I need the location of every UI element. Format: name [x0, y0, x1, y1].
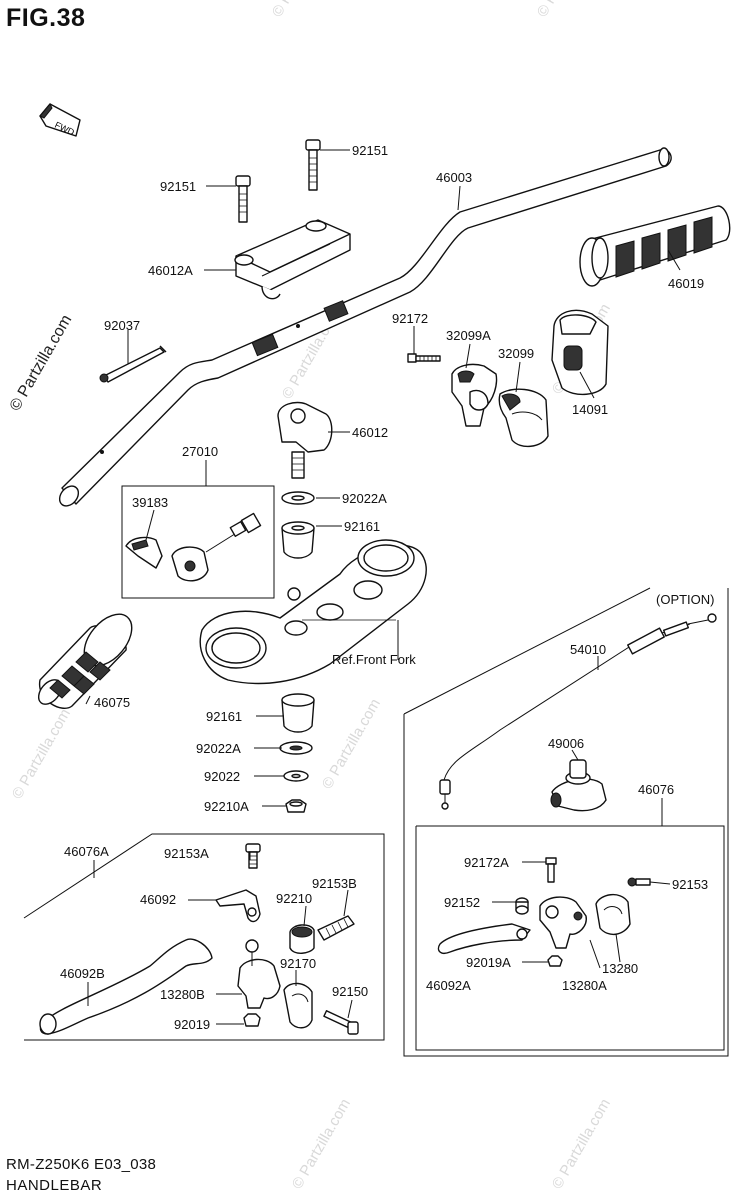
label-46012: 46012: [352, 425, 388, 440]
lever-46092A: [437, 923, 531, 954]
screw-92172: [407, 353, 441, 363]
holder-13280A: [539, 896, 587, 949]
lever-46092: [215, 889, 261, 923]
label-92170: 92170: [280, 956, 316, 971]
bushing-92161-top: [281, 521, 315, 559]
figure-code: RM-Z250K6 E03_038: [6, 1156, 157, 1173]
upper-clamp-46012A: [234, 219, 351, 300]
throttle-housing-14091: [551, 309, 609, 395]
leader-lines: [85, 149, 681, 1025]
bolt-92151-left: [235, 175, 251, 223]
watermark-8: © Partzilla.com: [289, 1096, 354, 1192]
nut-92019: [243, 1013, 261, 1027]
clamp-32099A: [451, 363, 498, 427]
label-27010: 27010: [182, 444, 218, 459]
label-32099A: 32099A: [446, 328, 491, 343]
label-92161-top: 92161: [344, 519, 380, 534]
holder-13280B: [237, 939, 281, 1009]
watermark-1: © Partzilla.com: [269, 0, 334, 20]
label-92172: 92172: [392, 311, 428, 326]
label-92152: 92152: [444, 895, 480, 910]
label-92161-bottom: 92161: [206, 709, 242, 724]
label-92022: 92022: [204, 769, 240, 784]
grip-46019: [579, 205, 731, 287]
forward-arrow-icon: FWD: [39, 103, 81, 138]
screw-92172A: [545, 857, 557, 883]
label-46003: 46003: [436, 170, 472, 185]
label-46012A: 46012A: [148, 263, 193, 278]
grip-46075: [37, 613, 133, 709]
label-13280B: 13280B: [160, 987, 205, 1002]
handlebar-holder-46012: [277, 401, 333, 479]
figure-name: HANDLEBAR: [6, 1177, 103, 1194]
label-92210A: 92210A: [204, 799, 249, 814]
switch-group-frame: [121, 485, 275, 599]
bolt-92153A: [245, 843, 261, 869]
hot-start-49006: [550, 759, 607, 812]
housing-32099: [498, 388, 549, 447]
nut-92019A: [547, 955, 563, 967]
label-46076A: 46076A: [64, 844, 109, 859]
label-46019: 46019: [668, 276, 704, 291]
label-46092B: 46092B: [60, 966, 105, 981]
label-13280: 13280: [602, 961, 638, 976]
label-92172A: 92172A: [464, 855, 509, 870]
cable-54010: [439, 613, 717, 810]
label-46075: 46075: [94, 695, 130, 710]
screw-92153: [627, 877, 651, 887]
switch-27010: [171, 512, 262, 582]
handlebar-46003: [58, 147, 672, 507]
label-ref-front-fork: Ref.Front Fork: [332, 652, 416, 667]
washer-92022A-top: [281, 491, 315, 505]
lever-group-frame: [23, 833, 385, 1041]
label-14091: 14091: [572, 402, 608, 417]
label-39183: 39183: [132, 495, 168, 510]
option-frame-diagonal: [403, 587, 651, 715]
label-92037: 92037: [104, 318, 140, 333]
label-46076: 46076: [638, 782, 674, 797]
figure-title: FIG.38: [6, 4, 86, 32]
label-92022A-bottom: 92022A: [196, 741, 241, 756]
label-92151-top: 92151: [352, 143, 388, 158]
clamp-92170: [283, 982, 313, 1029]
adjuster-92153B: [317, 915, 355, 941]
washer-92022A-bottom: [279, 741, 313, 755]
bushing-92161-bottom: [281, 693, 315, 733]
watermark-2: © Partzilla.com: [534, 0, 599, 20]
label-32099: 32099: [498, 346, 534, 361]
label-92019A: 92019A: [466, 955, 511, 970]
nut-92210A: [285, 799, 307, 813]
label-46092A: 46092A: [426, 978, 471, 993]
label-13280A: 13280A: [562, 978, 607, 993]
label-49006: 49006: [548, 736, 584, 751]
clamp-13280: [595, 894, 631, 935]
bolt-92150: [323, 1010, 359, 1035]
label-92210: 92210: [276, 891, 312, 906]
nut-92210: [289, 924, 315, 954]
watermark-main: © Partzilla.com: [7, 312, 76, 414]
watermark-6: © Partzilla.com: [319, 696, 384, 792]
washer-92022: [283, 770, 309, 782]
label-92153: 92153: [672, 877, 708, 892]
label-92150: 92150: [332, 984, 368, 999]
pin-92037: [99, 345, 167, 383]
watermark-5: © Partzilla.com: [9, 706, 74, 802]
label-92019: 92019: [174, 1017, 210, 1032]
label-92151-left: 92151: [160, 179, 196, 194]
label-54010: 54010: [570, 642, 606, 657]
lever-46092B: [39, 938, 213, 1035]
label-92153A: 92153A: [164, 846, 209, 861]
label-92153B: 92153B: [312, 876, 357, 891]
watermark-7: © Partzilla.com: [549, 1096, 614, 1192]
bracket-39183: [125, 536, 163, 569]
bolt-92151-top: [305, 139, 321, 191]
label-option: (OPTION): [656, 592, 715, 607]
label-46092: 46092: [140, 892, 176, 907]
upper-triple-clamp: [199, 539, 427, 685]
collar-92152: [515, 897, 529, 915]
option-inner-frame: [415, 825, 725, 1051]
label-92022A-top: 92022A: [342, 491, 387, 506]
option-frame: [403, 588, 729, 1057]
